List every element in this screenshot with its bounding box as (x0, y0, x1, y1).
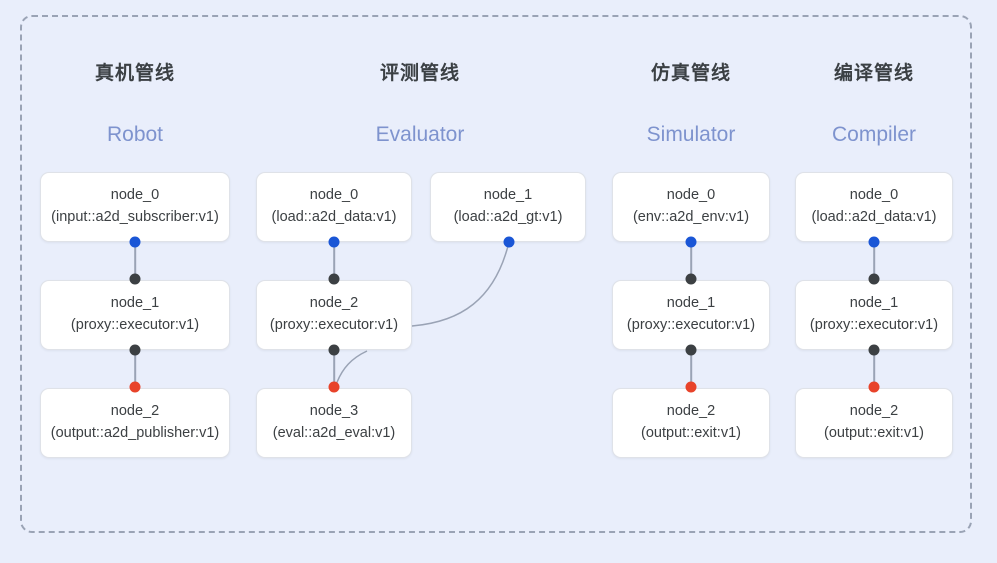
node-evaluator-0[interactable]: node_0 (load::a2d_data:v1) (256, 172, 412, 242)
pipeline-diagram-frame (20, 15, 972, 533)
port-output-evaluator-2[interactable] (328, 344, 340, 356)
edge-evaluator-2-3 (333, 350, 335, 388)
edge-compiler-1-2 (873, 350, 875, 388)
port-output-compiler-0[interactable] (868, 236, 880, 248)
node-type: (load::a2d_data:v1) (811, 209, 937, 225)
edge-evaluator-0-2 (333, 242, 335, 280)
column-title-cn-compiler: 编译管线 (833, 63, 914, 84)
column-title-en-compiler: Compiler (831, 123, 917, 146)
column-title-en-evaluator: Evaluator (375, 123, 465, 146)
column-title-cn-simulator: 仿真管线 (650, 63, 731, 84)
port-output-robot-0[interactable] (129, 236, 141, 248)
port-input-compiler-2[interactable] (868, 381, 880, 393)
node-id: node_2 (666, 403, 716, 420)
node-id: node_1 (110, 295, 160, 312)
node-compiler-0[interactable]: node_0 (load::a2d_data:v1) (795, 172, 953, 242)
node-simulator-0[interactable]: node_0 (env::a2d_env:v1) (612, 172, 770, 242)
node-type: (input::a2d_subscriber:v1) (51, 209, 219, 225)
column-title-en-simulator: Simulator (646, 123, 736, 146)
pipeline-column-compiler: 编译管线 Compiler (795, 0, 953, 563)
port-input-compiler-1[interactable] (868, 273, 880, 285)
node-id: node_1 (666, 295, 716, 312)
node-type: (proxy::executor:v1) (70, 317, 200, 333)
node-compiler-1[interactable]: node_1 (proxy::executor:v1) (795, 280, 953, 350)
node-type: (env::a2d_env:v1) (632, 209, 750, 225)
node-type: (eval::a2d_eval:v1) (272, 425, 396, 441)
node-id: node_2 (309, 295, 359, 312)
node-id: node_3 (309, 403, 359, 420)
node-type: (load::a2d_gt:v1) (453, 209, 563, 225)
port-input-simulator-2[interactable] (685, 381, 697, 393)
pipeline-column-simulator: 仿真管线 Simulator (612, 0, 770, 563)
node-simulator-2[interactable]: node_2 (output::exit:v1) (612, 388, 770, 458)
node-type: (load::a2d_data:v1) (271, 209, 397, 225)
port-output-simulator-1[interactable] (685, 344, 697, 356)
pipeline-column-robot: 真机管线 Robot (40, 0, 230, 563)
node-robot-0[interactable]: node_0 (input::a2d_subscriber:v1) (40, 172, 230, 242)
port-input-evaluator-3[interactable] (328, 381, 340, 393)
node-id: node_0 (666, 187, 716, 204)
column-title-cn-evaluator: 评测管线 (379, 63, 460, 84)
port-input-robot-1[interactable] (129, 273, 141, 285)
node-type: (proxy::executor:v1) (269, 317, 399, 333)
node-type: (output::exit:v1) (824, 425, 924, 441)
column-title-en-robot: Robot (106, 123, 164, 146)
node-id: node_0 (849, 187, 899, 204)
node-robot-2[interactable]: node_2 (output::a2d_publisher:v1) (40, 388, 230, 458)
node-type: (output::a2d_publisher:v1) (50, 425, 220, 441)
node-id: node_1 (483, 187, 533, 204)
node-type: (proxy::executor:v1) (809, 317, 939, 333)
node-id: node_0 (309, 187, 359, 204)
port-output-evaluator-1[interactable] (503, 236, 515, 248)
node-id: node_0 (110, 187, 160, 204)
node-robot-1[interactable]: node_1 (proxy::executor:v1) (40, 280, 230, 350)
port-input-simulator-1[interactable] (685, 273, 697, 285)
port-input-robot-2[interactable] (129, 381, 141, 393)
port-output-compiler-1[interactable] (868, 344, 880, 356)
node-evaluator-1[interactable]: node_1 (load::a2d_gt:v1) (430, 172, 586, 242)
edge-simulator-1-2 (690, 350, 692, 388)
edge-compiler-0-1 (873, 242, 875, 280)
node-compiler-2[interactable]: node_2 (output::exit:v1) (795, 388, 953, 458)
node-simulator-1[interactable]: node_1 (proxy::executor:v1) (612, 280, 770, 350)
edge-simulator-0-1 (690, 242, 692, 280)
edge-robot-0-1 (134, 242, 136, 280)
node-evaluator-3[interactable]: node_3 (eval::a2d_eval:v1) (256, 388, 412, 458)
column-title-cn-robot: 真机管线 (94, 63, 175, 84)
pipeline-column-evaluator: 评测管线 Evaluator (255, 0, 585, 563)
node-type: (output::exit:v1) (641, 425, 741, 441)
port-input-evaluator-2[interactable] (328, 273, 340, 285)
port-output-robot-1[interactable] (129, 344, 141, 356)
edge-robot-1-2 (134, 350, 136, 388)
node-evaluator-2[interactable]: node_2 (proxy::executor:v1) (256, 280, 412, 350)
port-output-evaluator-0[interactable] (328, 236, 340, 248)
node-id: node_1 (849, 295, 899, 312)
port-output-simulator-0[interactable] (685, 236, 697, 248)
node-id: node_2 (110, 403, 160, 420)
node-id: node_2 (849, 403, 899, 420)
node-type: (proxy::executor:v1) (626, 317, 756, 333)
